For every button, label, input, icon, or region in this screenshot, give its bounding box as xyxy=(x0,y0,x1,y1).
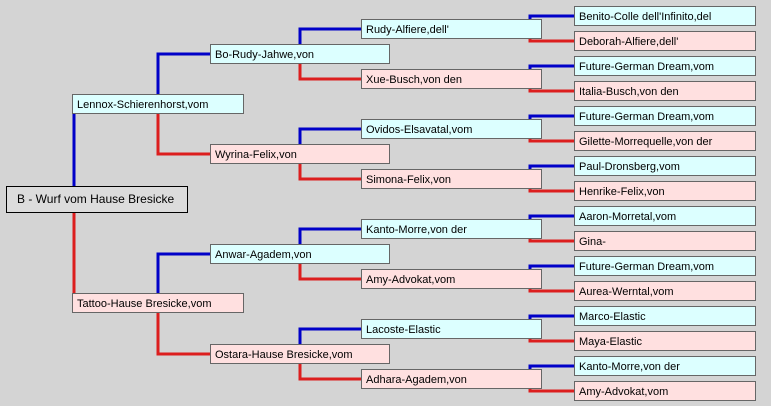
sire-connector-line xyxy=(528,364,574,369)
sire-connector-line xyxy=(528,14,574,19)
sire-connector-line xyxy=(528,64,574,69)
sire-connector-line xyxy=(298,127,361,144)
gen3-ancestor-box[interactable]: Lacoste-Elastic xyxy=(361,319,542,339)
gen2-ancestor-box[interactable]: Bo-Rudy-Jahwe,von xyxy=(210,44,390,64)
dam-connector-line xyxy=(528,39,574,43)
sire-connector-line xyxy=(528,114,574,119)
sire-box[interactable]: Lennox-Schierenhorst,vom xyxy=(72,94,244,114)
gen4-ancestor-box[interactable]: Benito-Colle dell'Infinito,del xyxy=(574,6,756,26)
gen4-ancestor-box[interactable]: Maya-Elastic xyxy=(574,331,756,351)
gen4-ancestor-box[interactable]: Aaron-Morretal,vom xyxy=(574,206,756,226)
gen4-ancestor-box[interactable]: Gilette-Morrequelle,von der xyxy=(574,131,756,151)
dam-connector-line xyxy=(528,289,574,293)
gen4-ancestor-box[interactable]: Kanto-Morre,von der xyxy=(574,356,756,376)
gen4-ancestor-box[interactable]: Future-German Dream,vom xyxy=(574,256,756,276)
gen3-ancestor-box[interactable]: Rudy-Alfiere,dell' xyxy=(361,19,542,39)
sire-connector-line xyxy=(298,27,361,44)
gen3-ancestor-box[interactable]: Kanto-Morre,von der xyxy=(361,219,542,239)
gen4-ancestor-box[interactable]: Future-German Dream,vom xyxy=(574,56,756,76)
dam-connector-line xyxy=(528,389,574,393)
dam-connector-line xyxy=(528,339,574,343)
sire-connector-line xyxy=(298,227,361,244)
dam-box[interactable]: Tattoo-Hause Bresicke,vom xyxy=(72,293,244,313)
sire-connector-line xyxy=(156,52,210,94)
gen3-ancestor-box[interactable]: Simona-Felix,von xyxy=(361,169,542,189)
dam-connector-line xyxy=(156,94,210,156)
gen3-ancestor-box[interactable]: Ovidos-Elsavatal,vom xyxy=(361,119,542,139)
gen3-ancestor-box[interactable]: Adhara-Agadem,von xyxy=(361,369,542,389)
dam-connector-line xyxy=(528,239,574,243)
gen4-ancestor-box[interactable]: Aurea-Werntal,vom xyxy=(574,281,756,301)
sire-connector-line xyxy=(298,327,361,344)
gen4-ancestor-box[interactable]: Henrike-Felix,von xyxy=(574,181,756,201)
gen4-ancestor-box[interactable]: Paul-Dronsberg,vom xyxy=(574,156,756,176)
gen4-ancestor-box[interactable]: Deborah-Alfiere,dell' xyxy=(574,31,756,51)
gen4-ancestor-box[interactable]: Marco-Elastic xyxy=(574,306,756,326)
gen2-ancestor-box[interactable]: Anwar-Agadem,von xyxy=(210,244,390,264)
dam-connector-line xyxy=(156,313,210,356)
gen4-ancestor-box[interactable]: Italia-Busch,von den xyxy=(574,81,756,101)
dam-connector-line xyxy=(528,89,574,93)
gen2-ancestor-box[interactable]: Wyrina-Felix,von xyxy=(210,144,390,164)
gen3-ancestor-box[interactable]: Amy-Advokat,vom xyxy=(361,269,542,289)
litter-root-box[interactable]: B - Wurf vom Hause Bresicke xyxy=(6,186,188,213)
sire-connector-line xyxy=(528,264,574,269)
gen2-ancestor-box[interactable]: Ostara-Hause Bresicke,vom xyxy=(210,344,390,364)
sire-connector-line xyxy=(528,164,574,169)
sire-connector-line xyxy=(528,214,574,219)
gen4-ancestor-box[interactable]: Amy-Advokat,vom xyxy=(574,381,756,401)
gen3-ancestor-box[interactable]: Xue-Busch,von den xyxy=(361,69,542,89)
gen4-ancestor-box[interactable]: Gina- xyxy=(574,231,756,251)
sire-connector-line xyxy=(528,314,574,319)
dam-connector-line xyxy=(528,139,574,143)
dam-connector-line xyxy=(528,189,574,193)
gen4-ancestor-box[interactable]: Future-German Dream,vom xyxy=(574,106,756,126)
